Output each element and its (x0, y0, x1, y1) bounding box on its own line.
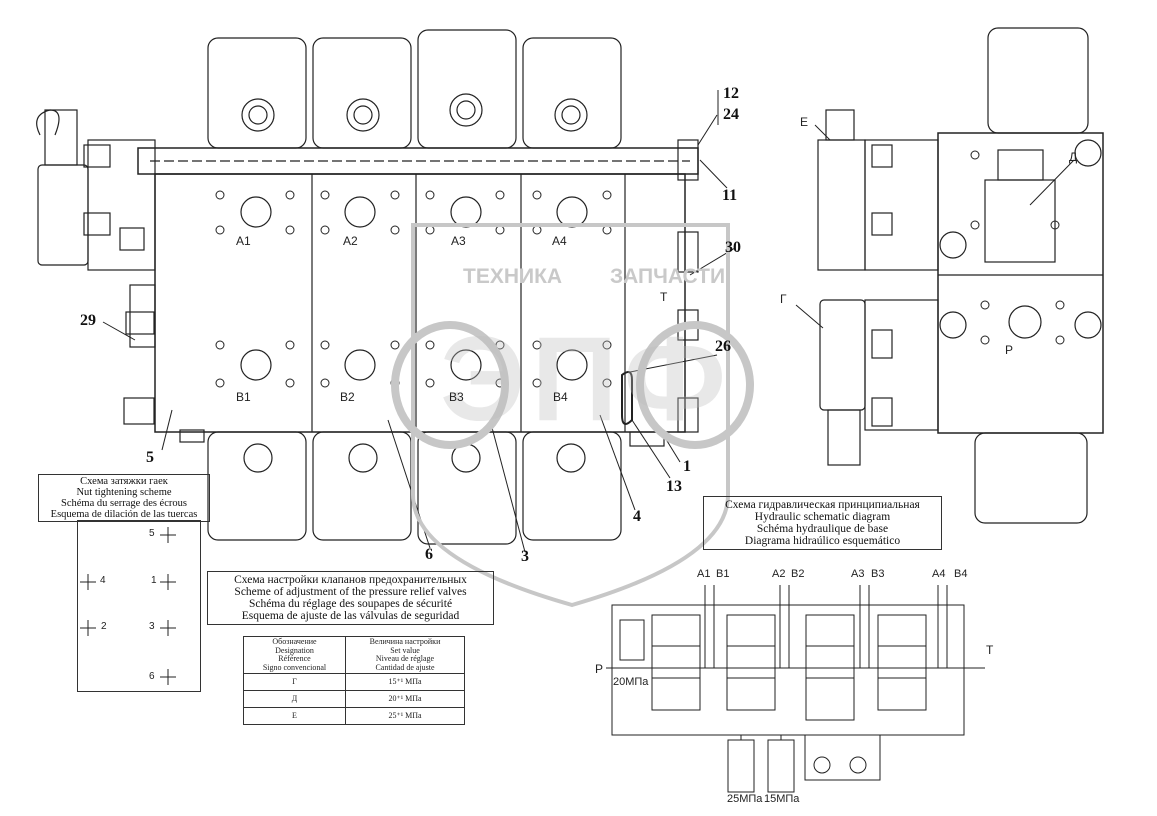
callout-11: 11 (722, 187, 738, 204)
port-a3: A3 (451, 234, 466, 248)
hyd-port-t: T (986, 643, 994, 657)
table-header-designation: Обозначение Designation Référence Signo … (243, 636, 346, 674)
hyd-port-b3: B3 (871, 568, 885, 580)
callout-6: 6 (425, 546, 433, 563)
relief-settings-table: Обозначение Designation Référence Signo … (243, 636, 465, 725)
right-port-p: P (1005, 343, 1014, 357)
callout-3: 3 (521, 548, 529, 565)
port-b2: B2 (340, 390, 355, 404)
callout-1: 1 (683, 458, 691, 475)
hyd-port-p: P (595, 662, 604, 676)
nut-scheme-box (77, 520, 201, 692)
callout-13: 13 (666, 478, 682, 495)
hyd-port-a2: A2 (772, 568, 786, 580)
hyd-port-b1: B1 (716, 568, 730, 580)
nut-1: 1 (151, 575, 157, 586)
table-row: Г 15⁺¹ МПа (243, 673, 465, 691)
port-a1: A1 (236, 234, 251, 248)
relief-scheme-title: Схема настройки клапанов предохранительн… (207, 571, 494, 625)
port-a2: A2 (343, 234, 358, 248)
right-label-e: E (800, 115, 809, 129)
port-t: T (660, 290, 668, 304)
port-b1: B1 (236, 390, 251, 404)
port-b4: B4 (553, 390, 568, 404)
spool-sections (651, 614, 927, 721)
table-row: Е 25⁺¹ МПа (243, 707, 465, 725)
table-row: Д 20⁺¹ МПа (243, 690, 465, 708)
hyd-port-b4: B4 (954, 568, 968, 580)
nut-scheme-title: Схема затяжки гаек Nut tightening scheme… (38, 474, 210, 522)
hyd-port-b2: B2 (791, 568, 805, 580)
callout-4: 4 (633, 508, 641, 525)
nut-2: 2 (101, 621, 107, 632)
callout-30: 30 (725, 239, 741, 256)
pressure-20: 20МПа (613, 676, 649, 688)
port-a4: A4 (552, 234, 567, 248)
callout-24: 24 (723, 106, 739, 123)
right-label-g: Г (780, 292, 787, 306)
nut-5: 5 (149, 528, 155, 539)
callout-26: 26 (715, 338, 731, 355)
watermark-text-right: ЗАПЧАСТИ (610, 265, 726, 288)
right-label-d: Д (1069, 150, 1078, 164)
nut-3: 3 (149, 621, 155, 632)
callout-5: 5 (146, 449, 154, 466)
pressure-15: 15МПа (764, 793, 800, 805)
nut-4: 4 (100, 575, 106, 586)
callout-29: 29 (80, 312, 96, 329)
watermark-logo-letters: ЭПФ (440, 312, 733, 446)
hyd-port-a3: A3 (851, 568, 865, 580)
hyd-port-a1: A1 (697, 568, 711, 580)
nut-6: 6 (149, 671, 155, 682)
callout-12: 12 (723, 85, 739, 102)
pressure-25: 25МПа (727, 793, 763, 805)
hydraulic-scheme-title: Схема гидравлическая принципиальная Hydr… (703, 496, 942, 550)
hyd-port-a4: A4 (932, 568, 946, 580)
port-b3: B3 (449, 390, 464, 404)
watermark-text-left: ТЕХНИКА (463, 265, 563, 288)
